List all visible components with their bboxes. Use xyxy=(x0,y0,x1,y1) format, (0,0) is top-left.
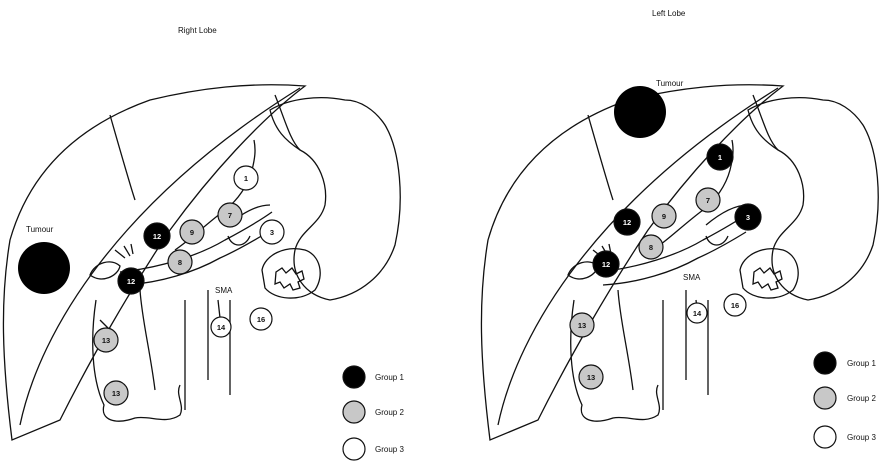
left-node-7-2: 7 xyxy=(696,188,720,212)
right-sma-label: SMA xyxy=(215,286,233,295)
right-node-3-1: 3 xyxy=(260,220,284,244)
node-number-label: 1 xyxy=(718,153,722,162)
node-number-label: 16 xyxy=(731,301,739,310)
left-oesophagus xyxy=(753,95,778,150)
node-number-label: 12 xyxy=(602,260,610,269)
left-liver-inner-line xyxy=(498,88,778,425)
left-legend-group-2: Group 2 xyxy=(814,387,876,409)
right-coeliac-loop xyxy=(228,236,250,245)
right-legend-group-2: Group 2 xyxy=(343,401,404,423)
right-node-1-0: 1 xyxy=(234,166,258,190)
right-node-12-6: 12 xyxy=(118,268,144,294)
right-node-9-4: 9 xyxy=(180,220,204,244)
left-liver-fissure xyxy=(588,115,613,200)
right-lobe-panel: Right Lobe Tumour xyxy=(3,26,400,440)
left-lobe-title: Left Lobe xyxy=(652,9,686,18)
left-node-16-10: 16 xyxy=(724,294,746,316)
right-node-13-8: 13 xyxy=(104,381,128,405)
legend-swatch-group-3 xyxy=(814,426,836,448)
left-legend: Group 1 Group 2 Group 3 xyxy=(814,352,876,448)
right-node-7-2: 7 xyxy=(218,203,242,227)
left-node-12-6: 12 xyxy=(593,251,619,277)
legend-label-group-2: Group 2 xyxy=(375,408,404,417)
right-node-8-3: 8 xyxy=(168,250,192,274)
node-number-label: 12 xyxy=(623,218,631,227)
node-number-label: 16 xyxy=(257,315,265,324)
node-number-label: 8 xyxy=(649,243,653,252)
right-oesophagus xyxy=(275,95,300,150)
legend-swatch-group-3 xyxy=(343,438,365,460)
node-number-label: 13 xyxy=(112,389,120,398)
left-node-8-3: 8 xyxy=(639,235,663,259)
node-number-label: 12 xyxy=(127,277,135,286)
left-node-13-8: 13 xyxy=(579,365,603,389)
left-coeliac-loop xyxy=(706,236,728,245)
right-tumour: Tumour xyxy=(18,225,70,294)
legend-label-group-3: Group 3 xyxy=(375,445,404,454)
node-number-label: 1 xyxy=(244,174,248,183)
node-number-label: 7 xyxy=(228,211,232,220)
legend-label-group-2: Group 2 xyxy=(847,394,876,403)
node-number-label: 9 xyxy=(662,212,666,221)
legend-swatch-group-1 xyxy=(814,352,836,374)
left-legend-group-1: Group 1 xyxy=(814,352,876,374)
right-legend: Group 1 Group 2 Group 3 xyxy=(343,366,404,460)
right-liver-fissure xyxy=(110,115,135,200)
legend-swatch-group-1 xyxy=(343,366,365,388)
node-number-label: 14 xyxy=(217,323,226,332)
left-tumour: Tumour xyxy=(614,79,684,138)
left-tumour-label: Tumour xyxy=(656,79,684,88)
node-number-label: 7 xyxy=(706,196,710,205)
legend-swatch-group-2 xyxy=(814,387,836,409)
node-number-label: 3 xyxy=(746,213,750,222)
legend-swatch-group-2 xyxy=(343,401,365,423)
right-lobe-title: Right Lobe xyxy=(178,26,217,35)
right-bile-duct xyxy=(140,290,155,390)
left-node-14-9: 14 xyxy=(687,303,707,323)
node-number-label: 14 xyxy=(693,309,702,318)
right-node-16-10: 16 xyxy=(250,308,272,330)
right-duodenum xyxy=(93,300,182,421)
legend-label-group-1: Group 1 xyxy=(847,359,876,368)
legend-label-group-3: Group 3 xyxy=(847,433,876,442)
right-legend-group-3: Group 3 xyxy=(343,438,404,460)
left-bile-duct xyxy=(618,290,633,390)
right-hilum-ticks xyxy=(115,244,133,258)
node-number-label: 13 xyxy=(587,373,595,382)
right-node-12-5: 12 xyxy=(144,223,170,249)
right-legend-group-1: Group 1 xyxy=(343,366,404,388)
left-node-1-0: 1 xyxy=(707,144,733,170)
node-number-label: 8 xyxy=(178,258,182,267)
right-spleen-outline xyxy=(262,249,320,298)
node-number-label: 13 xyxy=(578,321,586,330)
right-node-14-9: 14 xyxy=(211,317,231,337)
left-node-9-4: 9 xyxy=(652,204,676,228)
node-number-label: 3 xyxy=(270,228,274,237)
left-legend-group-3: Group 3 xyxy=(814,426,876,448)
left-node-13-7: 13 xyxy=(570,313,594,337)
left-spleen-outline xyxy=(740,249,798,298)
left-node-12-5: 12 xyxy=(614,209,640,235)
right-tumour-label: Tumour xyxy=(26,225,54,234)
left-sma-label: SMA xyxy=(683,273,701,282)
left-portal-vessels-2 xyxy=(603,232,746,285)
right-node14-connector xyxy=(218,300,220,318)
left-lobe-panel: Left Lobe Tumour xyxy=(481,9,878,440)
node-number-label: 12 xyxy=(153,232,161,241)
node-number-label: 9 xyxy=(190,228,194,237)
left-anatomy xyxy=(481,85,878,440)
node-number-label: 13 xyxy=(102,336,110,345)
legend-label-group-1: Group 1 xyxy=(375,373,404,382)
right-node-13-7: 13 xyxy=(94,328,118,352)
left-node-3-1: 3 xyxy=(735,204,761,230)
